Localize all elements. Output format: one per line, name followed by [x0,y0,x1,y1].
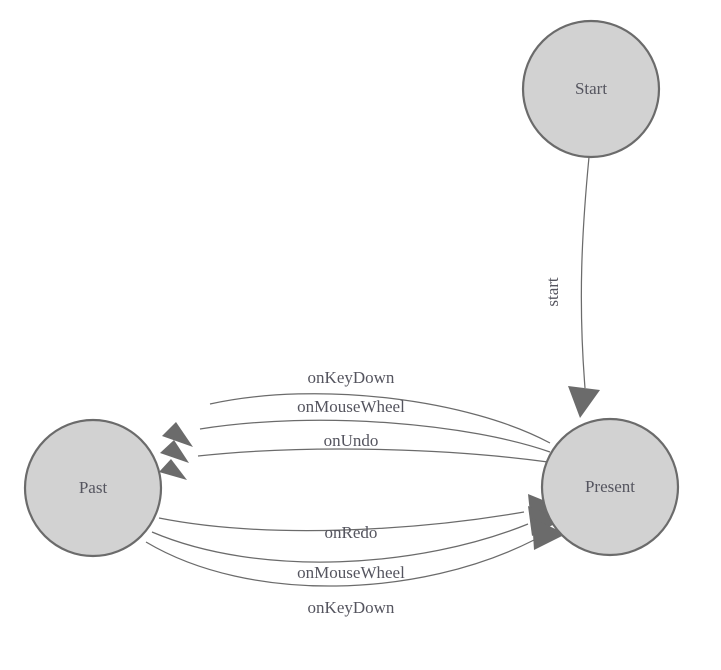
node-present[interactable]: Present [540,417,680,557]
edge-e-past-present-redo [158,494,560,532]
node-shape[interactable] [23,418,163,558]
edge-e-past-present-mousewheel [151,506,562,563]
edge-line [209,393,551,444]
edge-line [197,448,549,463]
arrowhead-icon [162,422,193,447]
edge-e-past-present-keydown [145,518,566,587]
arrowhead-icon [568,386,600,418]
arrowhead-icon [532,518,566,550]
edge-line [151,523,529,563]
edge-label-e-start-present: start [543,277,562,307]
edge-e-present-past-undo [159,448,549,480]
edge-line [580,156,590,389]
edge-e-start-present [568,156,600,418]
edge-label-e-present-past-undo: onUndo [324,431,379,450]
edge-e-present-past-mousewheel [160,419,551,463]
edge-label-e-present-past-keydown: onKeyDown [308,368,395,387]
edge-labels-layer: start onKeyDown onMouseWheel onUndo onRedo on… [297,277,562,617]
edges-layer [145,156,600,587]
node-shape[interactable] [521,19,661,159]
edge-label-e-past-present-mousewheel: onMouseWheel [297,563,405,582]
arrowhead-icon [159,459,187,480]
edge-label-e-present-past-mousewheel: onMouseWheel [297,397,405,416]
node-past[interactable]: Past [23,418,163,558]
edge-label-e-past-present-keydown: onKeyDown [308,598,395,617]
node-start[interactable]: Start [521,19,661,159]
node-shape[interactable] [540,417,680,557]
edge-label-e-past-present-redo: onRedo [325,523,378,542]
edge-line [199,419,551,453]
edge-line [158,511,525,532]
arrowhead-icon [160,440,189,463]
edge-line [145,539,535,587]
edge-e-present-past-keydown [162,393,551,447]
